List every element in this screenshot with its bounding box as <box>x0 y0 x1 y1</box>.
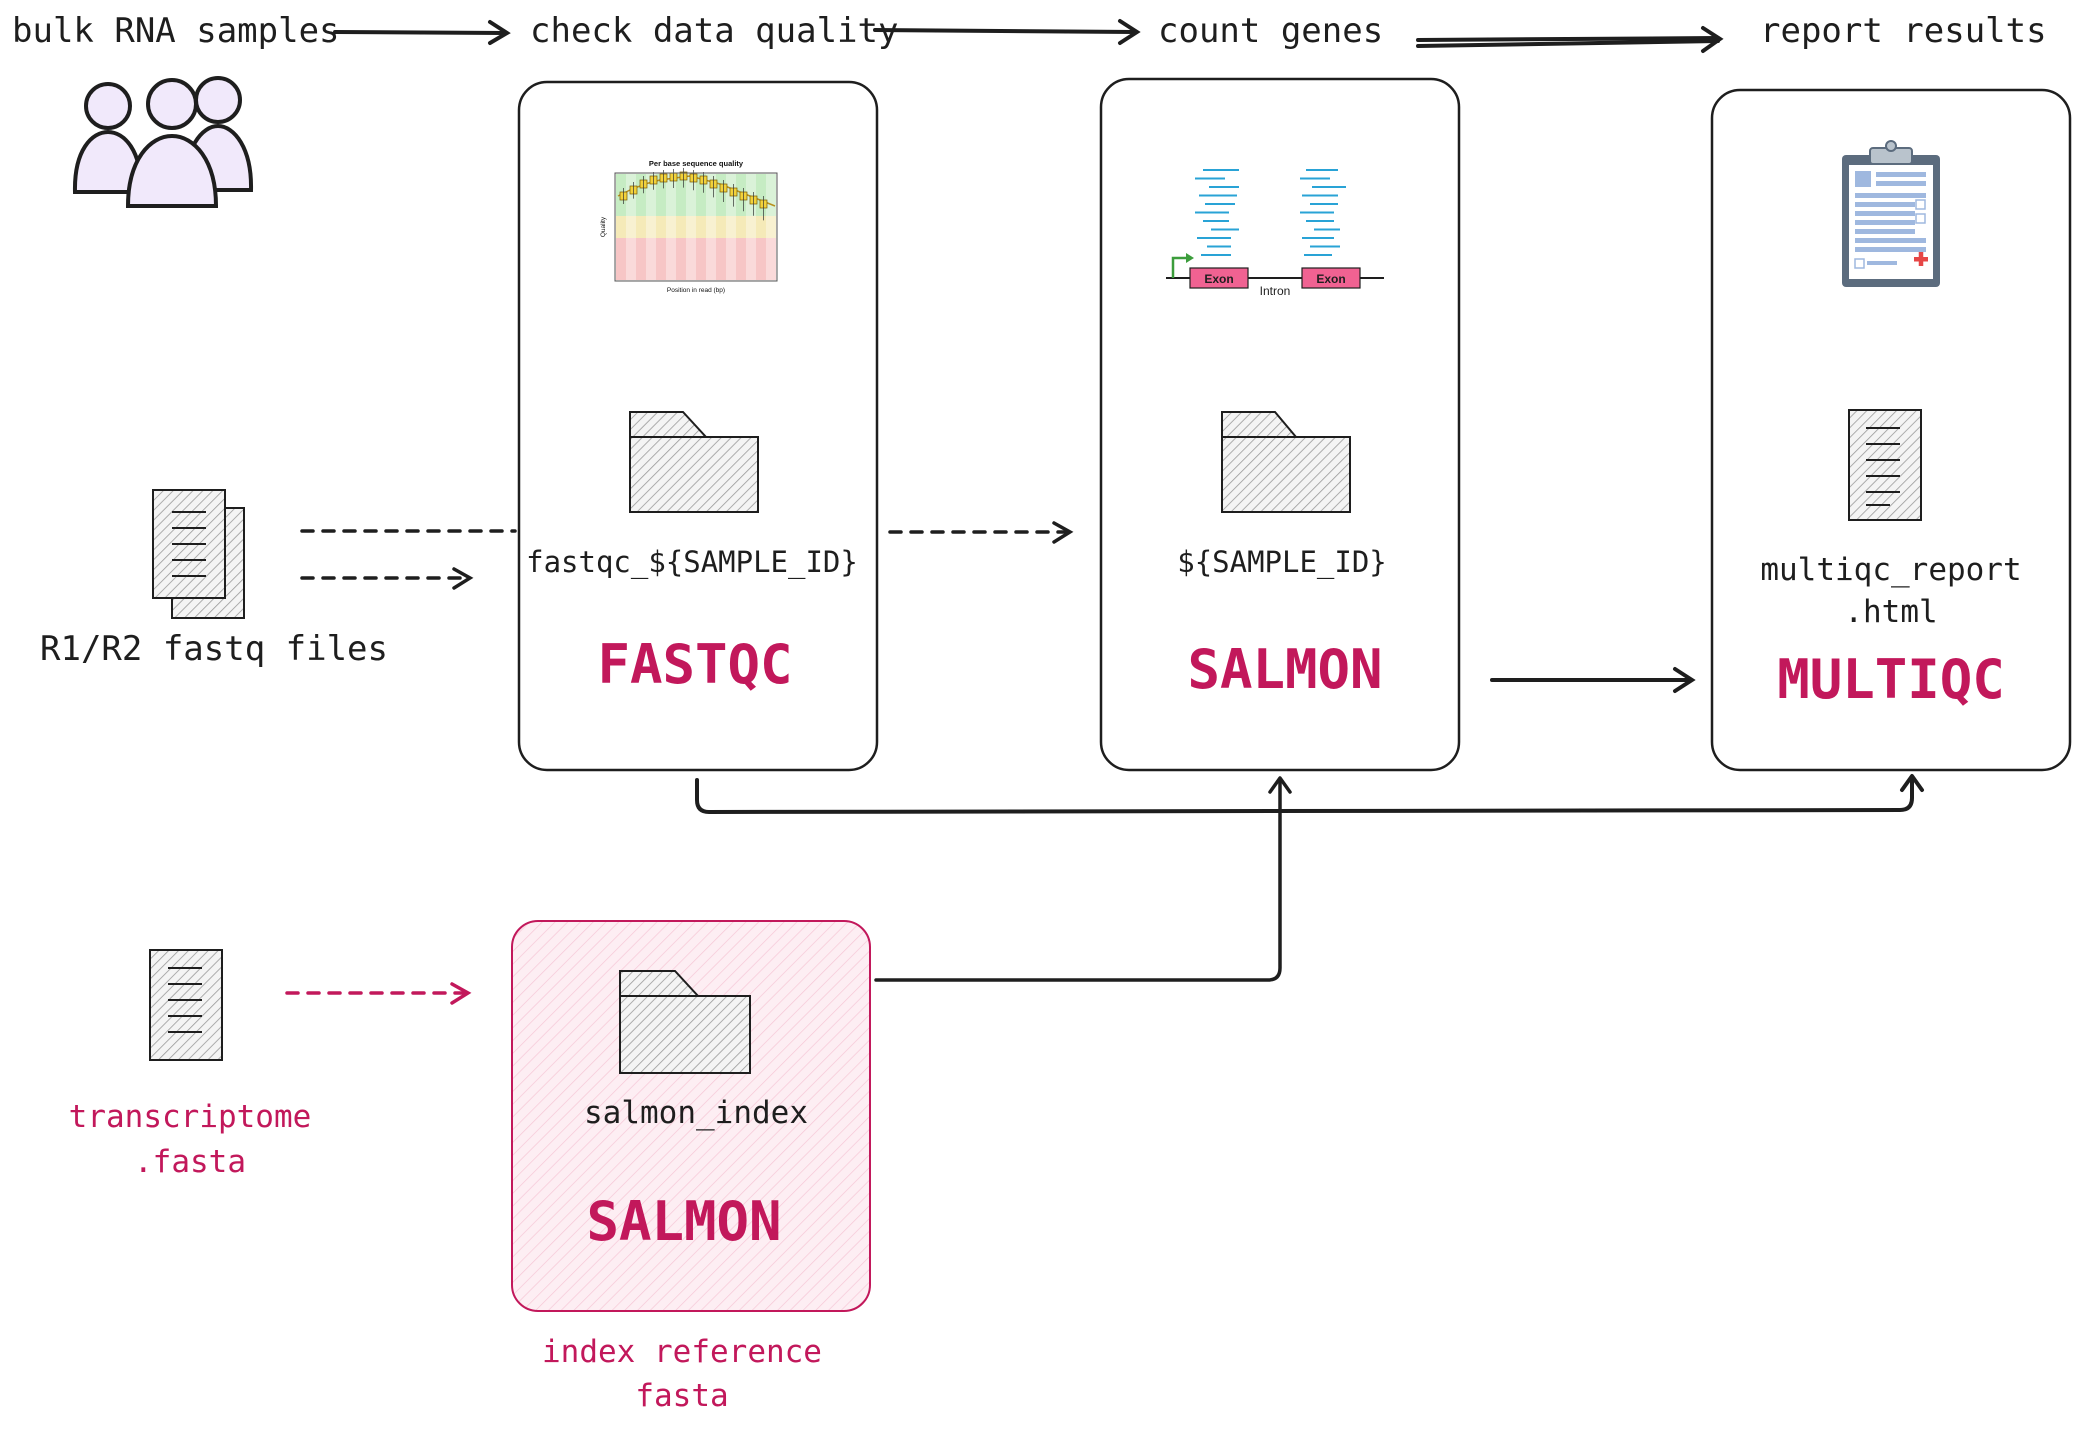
salmon-index-output-label: salmon_index <box>584 1095 808 1131</box>
clipboard-report-icon <box>1842 140 1940 287</box>
fastqc-plot-xlabel: Position in read (bp) <box>667 287 725 294</box>
fastqc-plot-ylabel: Quality <box>600 216 607 237</box>
fastqc-to-salmon-arrow <box>888 521 1074 544</box>
fasta-to-index-arrow <box>285 982 472 1005</box>
fastqc-output-label: fastqc_${SAMPLE_ID} <box>526 545 858 580</box>
multiqc-title: MULTIQC <box>1777 648 2005 711</box>
step-label-samples: bulk RNA samples <box>12 11 340 51</box>
fastq-to-fastqc-arrow <box>300 529 517 590</box>
multiqc-output-label-line2: .html <box>1844 594 1937 630</box>
salmon-index-caption-line1: index reference <box>542 1334 822 1370</box>
exon-1-label: Exon <box>1204 272 1233 286</box>
top-arrow-2 <box>873 19 1141 45</box>
fastqc-quality-plot: Per base sequence quality Position in re… <box>600 159 778 294</box>
fastqc-to-multiqc-connector <box>695 774 1924 814</box>
read-alignment-illustration: Exon Exon Intron <box>1166 169 1384 298</box>
fastqc-folder-icon <box>629 411 759 513</box>
salmon-index-folder-icon <box>619 970 751 1074</box>
step-label-report: report results <box>1760 11 2047 51</box>
salmon-index-box[interactable] <box>511 920 871 1312</box>
multiqc-output-label-line1: multiqc_report <box>1760 552 2021 588</box>
salmon-quant-folder-icon <box>1221 411 1351 513</box>
salmon-to-multiqc-arrow <box>1490 667 1696 693</box>
transcriptome-label-line2: .fasta <box>134 1144 246 1180</box>
people-icon <box>72 76 254 208</box>
salmon-index-title: SALMON <box>586 1190 781 1253</box>
top-arrow-1 <box>333 20 511 45</box>
transcriptome-label-line1: transcriptome <box>69 1099 312 1135</box>
multiqc-report-file-icon <box>1848 409 1922 521</box>
fastq-files-label: R1/R2 fastq files <box>40 629 388 669</box>
intron-label: Intron <box>1260 284 1291 298</box>
salmon-index-caption-line2: fasta <box>635 1378 728 1414</box>
step-label-count: count genes <box>1158 11 1383 51</box>
salmon-quant-title: SALMON <box>1187 638 1382 701</box>
fastqc-title: FASTQC <box>597 633 792 696</box>
salmon-quant-output-label: ${SAMPLE_ID} <box>1177 545 1387 580</box>
fastqc-plot-title: Per base sequence quality <box>649 159 744 168</box>
top-arrow-3 <box>1416 26 1724 53</box>
step-label-quality: check data quality <box>530 11 898 51</box>
transcriptome-file-icon <box>149 949 223 1061</box>
index-to-salmon-connector <box>874 776 1292 982</box>
exon-2-label: Exon <box>1316 272 1345 286</box>
fastqc-box[interactable] <box>517 80 879 772</box>
fastq-files-icon <box>152 489 245 619</box>
